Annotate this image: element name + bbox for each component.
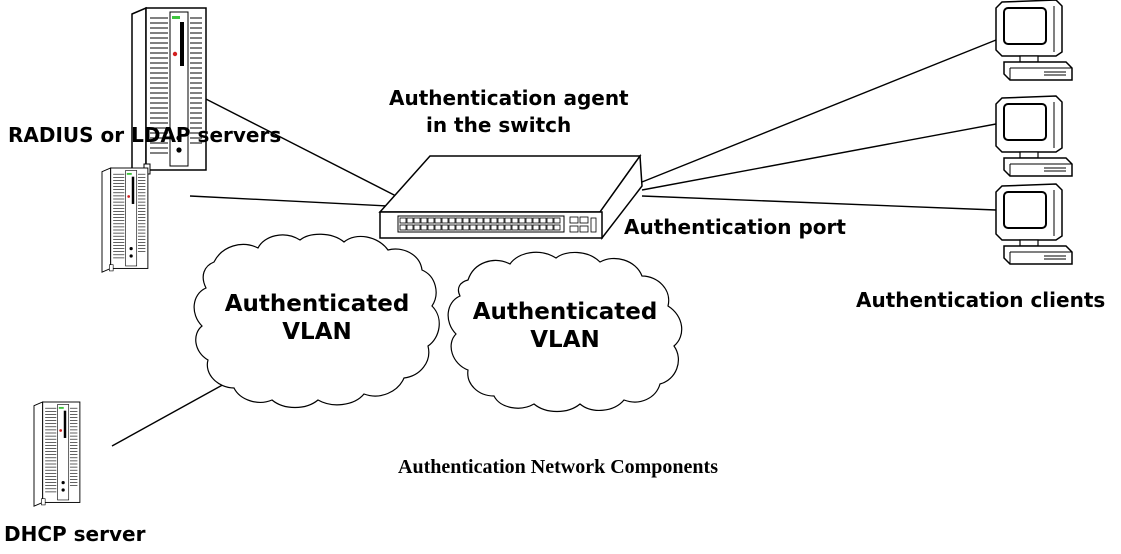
cloud-icon <box>447 251 683 413</box>
connection-lines <box>111 39 997 447</box>
cloud-icon <box>193 233 440 409</box>
link-radius-server-1 <box>199 95 401 199</box>
vlan2-line2: VLAN <box>530 327 600 353</box>
link-client-2 <box>641 123 997 191</box>
vlan2-line1: Authenticated <box>472 299 658 325</box>
cloud-vlan-label-2: Authenticated VLAN <box>470 298 660 354</box>
cloud-vlan-label-1: Authenticated VLAN <box>222 290 412 346</box>
dhcp-server-label: DHCP server <box>4 522 146 546</box>
figure-caption: Authentication Network Components <box>398 456 718 478</box>
link-radius-server-2 <box>189 195 389 207</box>
server-tower-icon <box>131 7 207 177</box>
server-tower-icon <box>101 167 149 273</box>
authentication-port-label: Authentication port <box>624 215 846 239</box>
agent-label-line2: in the switch <box>426 113 572 137</box>
link-client-3 <box>641 195 997 211</box>
radius-servers-label: RADIUS or LDAP servers <box>8 123 282 147</box>
server-tower-icon <box>33 401 81 507</box>
link-client-1 <box>641 39 997 183</box>
desktop-computer-icon <box>995 0 1073 81</box>
agent-label-line1: Authentication agent <box>389 86 629 110</box>
vlan1-line1: Authenticated <box>224 291 410 317</box>
network-switch-icon <box>378 153 643 241</box>
desktop-computer-icon <box>995 183 1073 265</box>
authentication-clients-label: Authentication clients <box>856 288 1106 312</box>
vlan1-line2: VLAN <box>282 319 352 345</box>
desktop-computer-icon <box>995 95 1073 177</box>
